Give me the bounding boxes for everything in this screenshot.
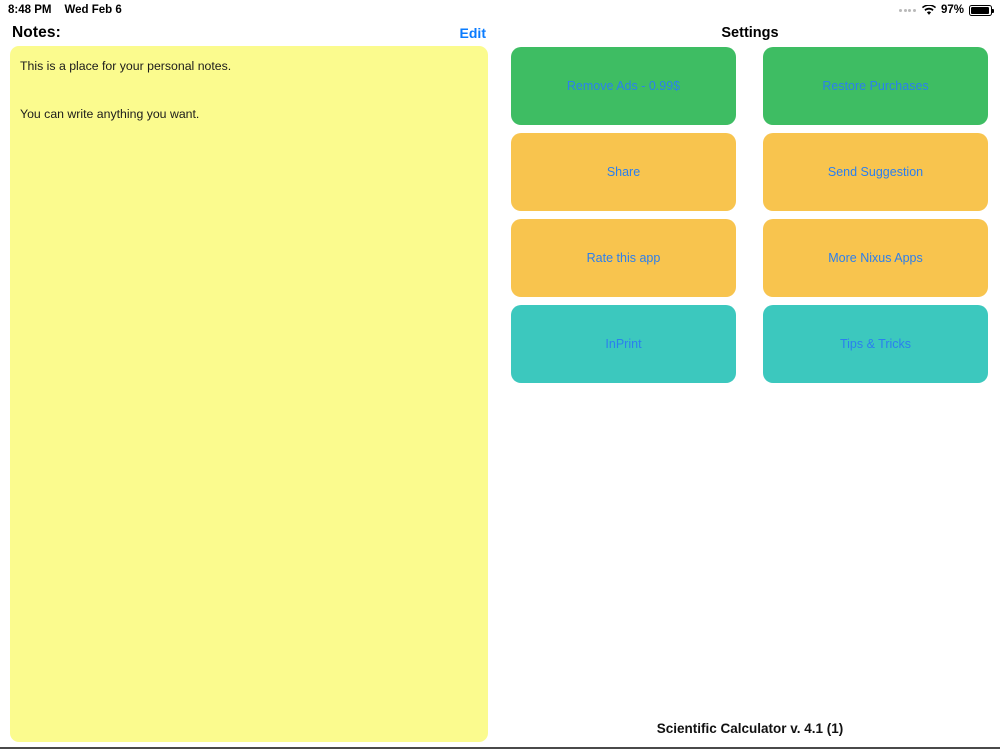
notes-title: Notes: [12, 24, 61, 41]
settings-title: Settings [721, 25, 779, 41]
status-bar-right: 97% [899, 4, 994, 16]
wifi-icon [921, 4, 936, 16]
signal-dots-icon [899, 8, 916, 12]
bottom-divider [0, 747, 1000, 749]
battery-icon [969, 4, 994, 16]
status-time: 8:48 PM [8, 4, 52, 16]
remove-ads-button[interactable]: Remove Ads - 0.99$ [511, 47, 736, 125]
settings-tile-grid: Remove Ads - 0.99$ Restore Purchases Sha… [511, 47, 988, 383]
status-bar-left: 8:48 PM Wed Feb 6 [8, 4, 122, 16]
send-suggestion-button[interactable]: Send Suggestion [763, 133, 988, 211]
edit-notes-button[interactable]: Edit [459, 25, 486, 41]
restore-purchases-button[interactable]: Restore Purchases [763, 47, 988, 125]
status-date: Wed Feb 6 [64, 4, 122, 16]
notes-textarea[interactable] [10, 46, 488, 742]
app-version-label: Scientific Calculator v. 4.1 (1) [656, 721, 844, 736]
more-nixus-apps-button[interactable]: More Nixus Apps [763, 219, 988, 297]
tips-and-tricks-button[interactable]: Tips & Tricks [763, 305, 988, 383]
share-button[interactable]: Share [511, 133, 736, 211]
rate-this-app-button[interactable]: Rate this app [511, 219, 736, 297]
battery-percent-label: 97% [940, 4, 964, 16]
inprint-button[interactable]: InPrint [511, 305, 736, 383]
notes-header: Notes: Edit [12, 22, 486, 44]
status-bar: 8:48 PM Wed Feb 6 97% [0, 0, 1000, 20]
